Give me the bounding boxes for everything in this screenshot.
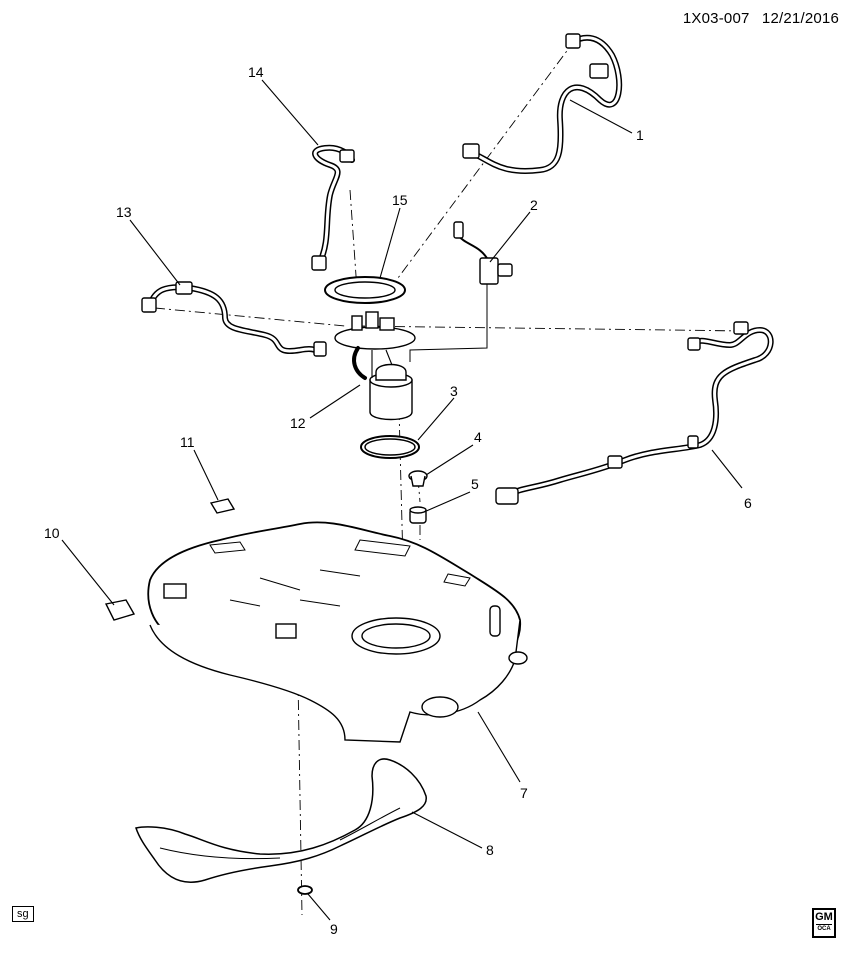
part-7-fuel-tank <box>147 521 528 743</box>
part-14-hose <box>311 144 355 271</box>
leader-lines <box>61 79 743 921</box>
callout-9: 9 <box>330 921 338 937</box>
callout-1: 1 <box>636 127 644 143</box>
callout-14: 14 <box>248 64 264 80</box>
sg-badge: sg <box>12 906 34 922</box>
part-6-wiring-harness <box>495 321 774 505</box>
callout-15: 15 <box>392 192 408 208</box>
callout-4: 4 <box>474 429 482 445</box>
callout-2: 2 <box>530 197 538 213</box>
callout-12: 12 <box>290 415 306 431</box>
part-10-pad <box>104 599 136 621</box>
diagram-header: 1X03-007 12/21/2016 <box>675 10 839 27</box>
gm-logo: GM OCA <box>812 908 836 938</box>
part-15-lock-ring <box>324 276 406 304</box>
part-3-seal <box>360 435 420 459</box>
part-2-sensor <box>453 221 513 285</box>
part-5-grommet <box>409 506 427 524</box>
callout-6: 6 <box>744 495 752 511</box>
assembly-centerlines <box>154 39 746 916</box>
part-4-grommet <box>408 470 428 487</box>
part-11-pad <box>209 498 236 514</box>
callout-11: 11 <box>180 434 195 450</box>
callout-5: 5 <box>471 476 479 492</box>
gm-logo-text: GM <box>815 911 833 923</box>
callout-3: 3 <box>450 383 458 399</box>
callout-8: 8 <box>486 842 494 858</box>
diagram-code: 1X03-007 <box>682 10 750 27</box>
diagram-date: 12/21/2016 <box>761 10 839 27</box>
part-12-fuel-pump-module <box>334 311 416 421</box>
part-13-hose <box>141 281 327 357</box>
part-8-shield <box>135 758 427 883</box>
gm-logo-subtext: OCA <box>816 924 832 932</box>
callout-labels: 1 2 3 4 5 6 7 8 9 10 11 12 13 14 15 <box>44 64 752 937</box>
part-1-fuel-pipe-harness <box>462 33 623 174</box>
callout-13: 13 <box>116 204 132 220</box>
callout-10: 10 <box>44 525 60 541</box>
callout-7: 7 <box>520 785 528 801</box>
part-9-clip <box>297 885 313 895</box>
